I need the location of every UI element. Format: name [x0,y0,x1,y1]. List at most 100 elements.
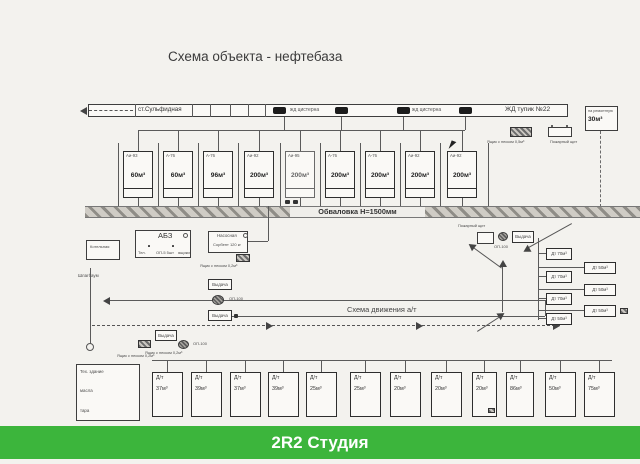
tank-volume: 200м³ [452,172,472,179]
rail-cistern-icon [335,107,348,114]
diesel-tank-label: Дт 50м³ [592,265,608,270]
diesel-tank-bottom: Д/т 86м³ [506,372,534,417]
fuel-tank: Аи-93 60м³ [123,151,153,198]
small-icon [488,408,495,413]
diesel-stub [538,318,546,319]
pipe-manifold [138,130,465,131]
diesel-tank: Дт 50м³ [584,262,616,274]
traffic-up-line [502,266,503,312]
tank-fuel-label: Аи-95 [288,153,300,158]
tank-fuel-label: Д/т [476,375,484,381]
farm-divider [238,143,239,206]
rail-divider [192,104,193,117]
pipe-drop [321,360,322,372]
farm-divider [158,143,159,206]
sand-box-caption: Ящик с песком 0,2м³ [145,350,183,355]
repair-tank-line [600,131,601,207]
tank-fuel-label: Д/т [310,375,318,381]
pipe-stub [218,198,219,206]
vydacha-label: Выдача [212,313,228,318]
pipe-stub [178,198,179,206]
diesel-tank-bottom: Д/т 50м³ [545,372,576,417]
pipe-stub [259,198,260,206]
tank-volume: 39м³ [195,386,207,392]
rail-cistern-label-2: жд цистерна [412,107,442,113]
abz-dot [148,245,150,247]
pipe-drop [365,360,366,372]
traffic-arrow-right-icon [553,321,560,330]
diesel-tank-bottom: Д/т 37м³ [230,372,261,417]
tank-volume: 20м³ [476,386,488,392]
bund-wall: Обваловка Н=1500мм [85,206,640,218]
tank-fuel-label: Д/т [510,375,518,381]
diesel-tank-bottom: Д/т 39м³ [191,372,222,417]
pipe-drop [283,360,284,372]
diesel-stub [538,276,546,277]
pipe [284,117,285,130]
tank-volume: 200м³ [330,172,350,179]
farm-divider [320,143,321,206]
fuel-tank: А-76 60м³ [163,151,193,198]
sand-box [510,127,532,137]
diesel-tank: Дт 50м³ [584,305,616,317]
diesel-tank-bottom: Д/т 39м³ [268,372,299,417]
pipe-drop [560,360,561,372]
barrier-label: Шлагбаум [78,273,99,278]
sand-box-caption: Ящик с песком 0,2м³ [117,353,155,358]
diesel-stub [538,253,546,254]
diesel-tank-label: Дт 70м³ [551,274,567,279]
farm-divider [488,143,489,206]
tank-fuel-label: Аи-92 [450,153,462,158]
diesel-link [538,310,584,311]
sand-box [138,340,151,348]
tank-volume: 60м³ [170,172,186,179]
fire-shield-post [551,125,553,127]
pipe-stub [462,198,463,206]
pipe-drop [446,360,447,372]
watermark-banner: 2R2 Студия [0,426,640,459]
tank-fuel-label: Д/т [394,375,402,381]
tank-fuel-label: А-76 [328,153,338,158]
tank-volume: 60м³ [130,172,146,179]
rail-cistern-icon [397,107,410,114]
railway-track [88,104,568,117]
rail-divider [265,104,266,117]
diesel-stub [538,298,546,299]
tank-fuel-label: Аи-92 [247,153,259,158]
rail-cistern-label-1: жд цистерна [290,107,320,113]
tank-volume: 37м³ [234,386,246,392]
abz-op5-label: ОП-5 5шт [156,249,174,255]
pipe-drop [462,130,463,151]
tank-volume: 86м³ [510,386,522,392]
tank-volume: 200м³ [370,172,390,179]
tank-fuel-label: Д/т [435,375,443,381]
tank-volume: 25м³ [310,386,322,392]
fuel-tank: Аи-95 200м³ [285,151,315,198]
fuel-tank: А-76 96м³ [203,151,233,198]
fire-shield-caption: Пожарный щит [458,223,486,228]
fuel-tank: Аи-92 200м³ [405,151,435,198]
pipe-drop [484,360,485,372]
diesel-tank-label: Дт 50м³ [551,316,567,321]
tank-fuel-label: Д/т [354,375,362,381]
pipe-drop [380,130,381,151]
pipe-stub [420,198,421,206]
farm-divider [400,143,401,206]
diesel-tank-bottom: Д/т 37м³ [152,372,183,417]
pump-house-box: Насосная Сорбент 120 кг [208,231,248,253]
fire-shield-post [566,125,568,127]
rail-divider [230,104,231,117]
tank-fuel-label: А-76 [206,153,216,158]
bund-wall-label: Обваловка Н=1500мм [290,207,425,217]
diesel-tank: Дт 70м³ [546,293,572,305]
tank-fuel-label: А-76 [166,153,176,158]
traffic-arrow-left-icon [103,296,110,305]
diesel-tank-bottom: Д/т 20м³ [431,372,462,417]
sand-box [236,254,250,262]
pipe [465,117,466,130]
diesel-tank-bottom: Д/т 20м³ [472,372,497,417]
traffic-link-line [232,316,545,317]
page-title: Схема объекта - нефтебаза [168,49,343,64]
cursor-mark [448,140,457,151]
